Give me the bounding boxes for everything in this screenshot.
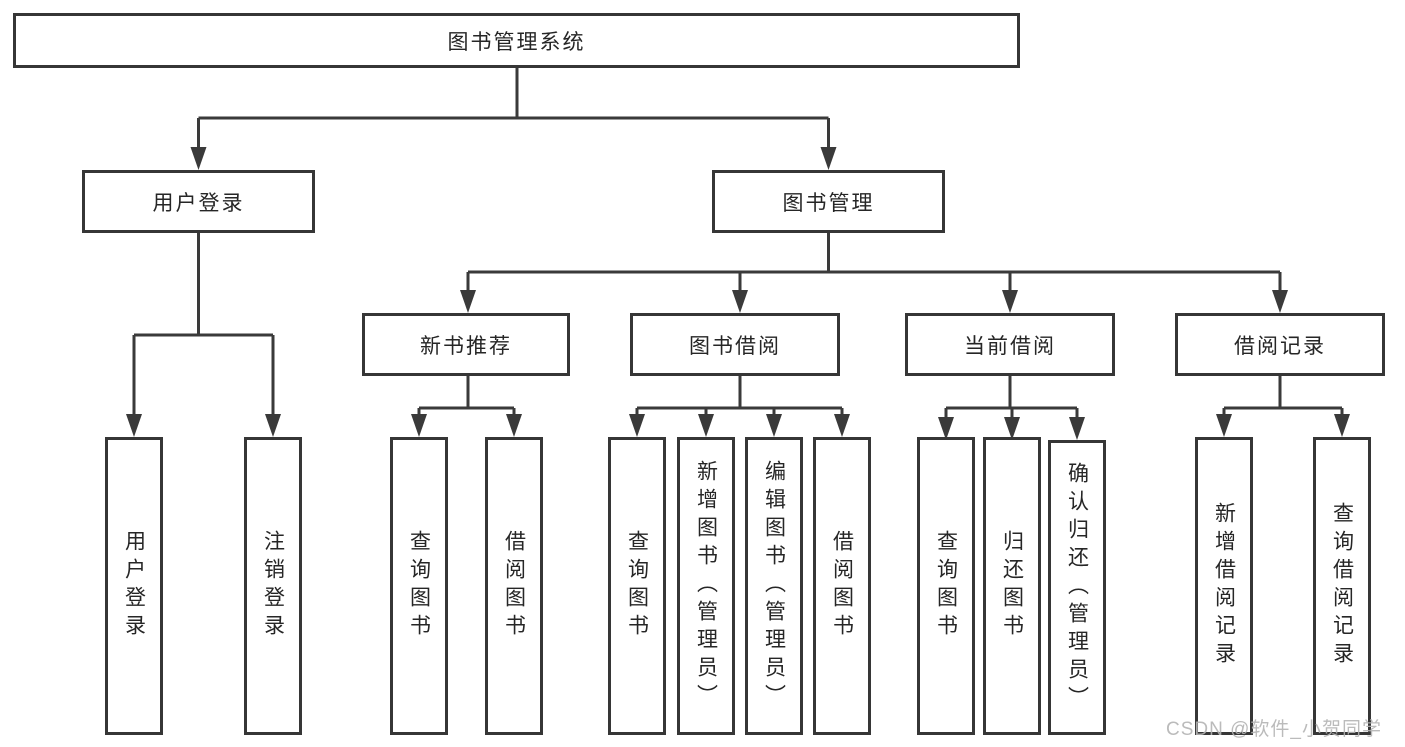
- node-label: 借阅记录: [1234, 334, 1326, 358]
- leaf-borrow-books: 借阅图书: [813, 437, 871, 735]
- leaf-add-borrow-record: 新增借阅记录: [1195, 437, 1253, 735]
- leaf-query-borrow-record: 查询借阅记录: [1313, 437, 1371, 735]
- node-label: 图书借阅: [689, 334, 781, 358]
- node-label: 查询图书: [625, 530, 649, 642]
- node-library-system: 图书管理系统: [13, 13, 1020, 68]
- node-label: 借阅图书: [502, 530, 526, 642]
- leaf-add-books-admin: 新增图书（管理员）: [677, 437, 735, 735]
- csdn-watermark: CSDN @软件_小贺同学: [1166, 719, 1382, 740]
- node-label: 图书管理: [782, 191, 875, 215]
- node-label: 借阅图书: [830, 530, 854, 642]
- node-book-borrow: 图书借阅: [630, 313, 840, 376]
- leaf-borrow-books-recommend: 借阅图书: [485, 437, 543, 735]
- node-label: 用户登录: [122, 530, 146, 642]
- node-label: 归还图书: [1000, 530, 1024, 642]
- node-borrow-records: 借阅记录: [1175, 313, 1385, 376]
- node-label: 新书推荐: [420, 334, 512, 358]
- node-label: 新增图书（管理员）: [694, 460, 718, 712]
- node-new-book-recommend: 新书推荐: [362, 313, 570, 376]
- node-label: 查询借阅记录: [1330, 502, 1354, 670]
- leaf-query-books-current: 查询图书: [917, 437, 975, 735]
- node-label: 确认归还（管理员）: [1065, 461, 1089, 714]
- leaf-user-login: 用户登录: [105, 437, 163, 735]
- leaf-query-books-borrow: 查询图书: [608, 437, 666, 735]
- leaf-return-books: 归还图书: [983, 437, 1041, 735]
- node-current-borrow: 当前借阅: [905, 313, 1115, 376]
- node-label: 注销登录: [261, 530, 285, 642]
- node-label: 当前借阅: [964, 334, 1056, 358]
- node-label: 查询图书: [934, 530, 958, 642]
- node-book-management: 图书管理: [712, 170, 945, 233]
- leaf-query-books-recommend: 查询图书: [390, 437, 448, 735]
- node-label: 查询图书: [407, 530, 431, 642]
- node-label: 图书管理系统: [447, 30, 586, 54]
- node-label: 编辑图书（管理员）: [762, 460, 786, 712]
- leaf-confirm-return-admin: 确认归还（管理员）: [1048, 440, 1106, 735]
- node-label: 用户登录: [152, 191, 245, 215]
- node-user-login: 用户登录: [82, 170, 315, 233]
- leaf-edit-books-admin: 编辑图书（管理员）: [745, 437, 803, 735]
- node-label: 新增借阅记录: [1212, 502, 1236, 670]
- leaf-logout: 注销登录: [244, 437, 302, 735]
